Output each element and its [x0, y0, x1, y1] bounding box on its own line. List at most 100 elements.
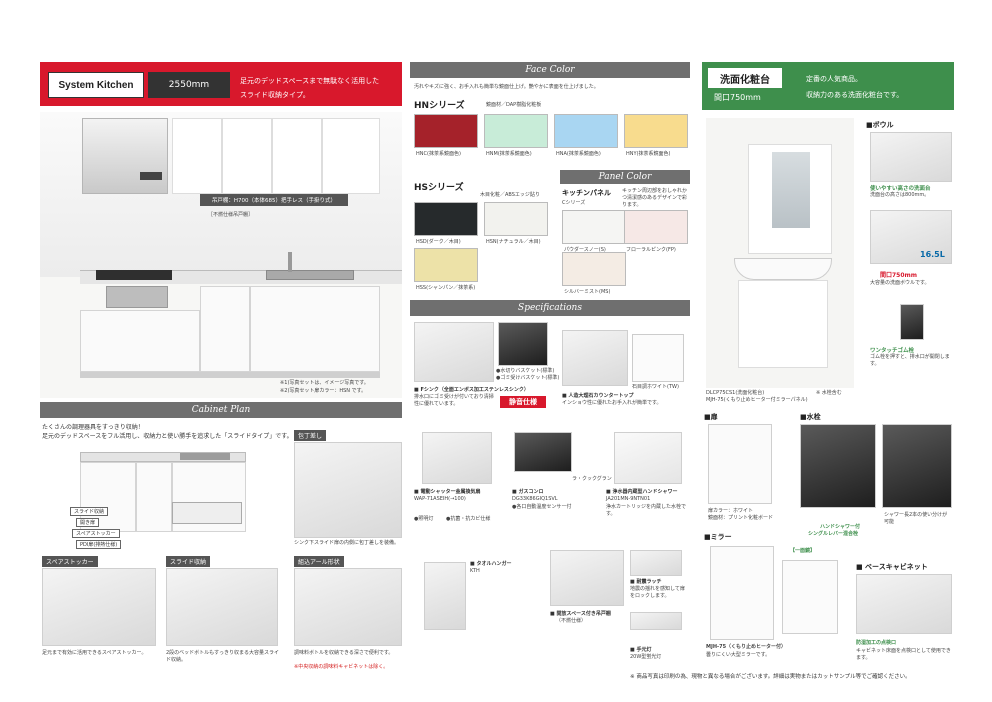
- swatch-floral-pink: [624, 210, 688, 244]
- knife-holder-desc: シンク下スライド扉の内側に包丁差しを装備。: [294, 540, 400, 546]
- plan-drawer-open: [172, 502, 242, 524]
- stove-note: ●各口自動温度センサー付: [512, 504, 572, 510]
- spare-stocker-title: スペアストッカー: [42, 556, 98, 567]
- range-hood: [82, 118, 168, 194]
- kitchen-title: System Kitchen: [48, 72, 144, 98]
- vanity-faucet-photo-2: [882, 424, 952, 508]
- mirror-desc: 曇りにくい大型ミラーです。: [706, 652, 771, 658]
- bowl-volume-desc: 大容量の洗面ボウルです。: [870, 280, 930, 286]
- kitchen-photo-note1: ※1)写真セットは、イメージ写真です。: [280, 380, 369, 386]
- vanity-faucet-text-2: シングルレバー混合栓: [808, 531, 859, 537]
- vanity-title: 洗面化粧台: [708, 68, 782, 88]
- knife-holder-photo: [294, 442, 402, 538]
- upper-cabinet-2: [222, 118, 272, 194]
- swatch-hnc: [414, 114, 478, 148]
- stove-model: DG33K86GIQ1SVL: [512, 496, 558, 502]
- countertop-desc: インショウ性に優れたお手入れが簡単です。: [562, 400, 662, 406]
- plan-sink: [180, 453, 230, 460]
- upper-cabinet-title: ■ 開放スペース付き吊戸棚: [550, 611, 611, 617]
- door-label: ■扉: [704, 413, 718, 421]
- lower-cabinet-2: [200, 286, 250, 372]
- hood-title: ■ 電動シャッター金属換気扇: [414, 489, 481, 495]
- countertop-photo: [562, 330, 628, 386]
- sink: [266, 270, 354, 280]
- panel-color-header: Panel Color: [560, 170, 690, 184]
- hand-light-photo: [630, 612, 682, 630]
- swatch-floral-pink-label: フローラルピンク(FP): [626, 247, 676, 253]
- swatch-hsd: [414, 202, 478, 236]
- swatch-hnm: [484, 114, 548, 148]
- door-photo: [708, 424, 772, 504]
- vanity-photo: [706, 118, 854, 388]
- swatch-hss: [414, 248, 478, 282]
- stove-title: ■ ガスコンロ: [512, 489, 544, 495]
- swatch-hna-label: HNA(抹茶系鏡面色): [556, 151, 601, 157]
- slide-storage-title: スライド収納: [166, 556, 211, 567]
- base-cabinet-desc: キャビネット床面を点検口として使用できます。: [856, 648, 951, 661]
- mirror-photo-1: [710, 546, 774, 640]
- panel-color-desc: キッチン周辺部をおしゃれかつ清潔感のあるデザインで彩ります。: [622, 188, 688, 208]
- hand-light-desc: 20W型蛍光灯: [630, 654, 662, 660]
- spare-stocker-desc: 足元まで有効に活用できるスペアストッカー。: [42, 650, 147, 656]
- hood-note-2: ●抗菌・抗カビ仕様: [446, 516, 491, 522]
- drawer-shape-title: 組込アール形状: [294, 556, 344, 567]
- lower-cabinet-1: [80, 310, 200, 372]
- base-cabinet-feature: 防湿加工の点検口: [856, 640, 897, 646]
- cabinet-plan-header: Cabinet Plan: [40, 402, 402, 418]
- swatch-hny: [624, 114, 688, 148]
- plan-counter: [80, 452, 246, 462]
- bowl-feature: 使いやすい高さの洗面台: [870, 186, 931, 192]
- stove-top: [96, 270, 172, 280]
- specifications-header: Specifications: [410, 300, 690, 316]
- upper-cabinet-photo: [550, 550, 624, 606]
- drawer-shape-desc: 調味料ボトルを収納できる深さで便利です。: [294, 650, 394, 656]
- faucet-label-vanity: ■水栓: [800, 413, 821, 421]
- spare-stocker-photo: [42, 568, 156, 646]
- plan-label-door: 開き扉: [76, 518, 100, 527]
- vanity-model-2: MJH-75(くもり止めヒーター付ミラーパネル): [706, 397, 808, 403]
- countertop-sample: [632, 334, 684, 382]
- mirror-label: ■ミラー: [704, 533, 732, 541]
- kitchen-size: 2550mm: [148, 72, 230, 98]
- faucet-desc: 浄水カートリッジを内蔵した水栓です。: [606, 504, 687, 517]
- towel-hanger-model: KTH: [470, 568, 480, 574]
- swatch-powder-snow: [562, 210, 626, 244]
- cabinet-spec-label: 吊戸棚：H700（本体685）把手レス（手掛り式）: [200, 194, 348, 206]
- face-color-header: Face Color: [410, 62, 690, 78]
- plan-cabinet-mid: [136, 462, 172, 532]
- hood-photo: [422, 432, 492, 484]
- stove-sub: ラ・クックグラン: [572, 476, 612, 482]
- cabinet-plan-desc-2: 足元のデッドスペースをフル活用し、収納力と使い勝手を追求した「スライドタイプ」で…: [42, 433, 293, 440]
- base-cabinet-photo: [856, 574, 952, 634]
- countertop-sample-label: 石目調ホワイト(TW): [632, 384, 679, 390]
- kitchen-photo-note2: ※2)写真セット扉カラー：HSN です。: [280, 388, 367, 394]
- sink-basket-photo: [498, 322, 548, 366]
- latch-desc: 地震の揺れを感知して扉をロックします。: [630, 586, 685, 599]
- bowl-volume: 16.5L: [920, 250, 945, 259]
- vanity-desc-1: 定番の人気商品。: [806, 75, 862, 83]
- cabinet-plan-desc-1: たくさんの調理器具をすっきり収納！: [42, 424, 144, 431]
- oven: [106, 286, 168, 308]
- hn-series-sub: 鏡面材／DAP樹脂化粧板: [486, 102, 542, 108]
- kitchen-plinth: [80, 372, 380, 378]
- panel-color-title: キッチンパネル: [562, 189, 611, 197]
- swatch-hna: [554, 114, 618, 148]
- bowl-photo: [870, 132, 952, 182]
- swatch-hsd-label: HSD(ダーク／木目): [416, 239, 461, 245]
- kitchen-desc-line2: スライド収納タイプ。: [240, 91, 310, 99]
- stopper-photo: [900, 304, 924, 340]
- swatch-hnm-label: HNM(抹茶系鏡面色): [486, 151, 532, 157]
- swatch-powder-snow-label: パウダースノー(S): [564, 247, 606, 253]
- sink-option-1: ●水切りバスケット(標準): [496, 368, 555, 374]
- faucet-title: ■ 浄水器内蔵型ハンドシャワー: [606, 489, 678, 495]
- towel-hanger-title: ■ タオルハンガー: [470, 561, 512, 567]
- cabinet-plan-illustration: [70, 446, 248, 542]
- vanity-size: 間口750mm: [714, 93, 761, 102]
- latch-title: ■ 耐震ラッチ: [630, 579, 662, 585]
- hood-model: WAP-71ASEIH(→100): [414, 496, 466, 502]
- hs-series-sub: 木目化粧／ABSエッジ貼り: [480, 192, 540, 198]
- hood-note-1: ●照明灯: [414, 516, 434, 522]
- door-desc-2: 鏡面材：プリント化粧ボード: [708, 515, 774, 521]
- slide-storage-photo: [166, 568, 278, 646]
- swatch-hss-label: HSS(シャンパン／抹茶系): [416, 285, 476, 291]
